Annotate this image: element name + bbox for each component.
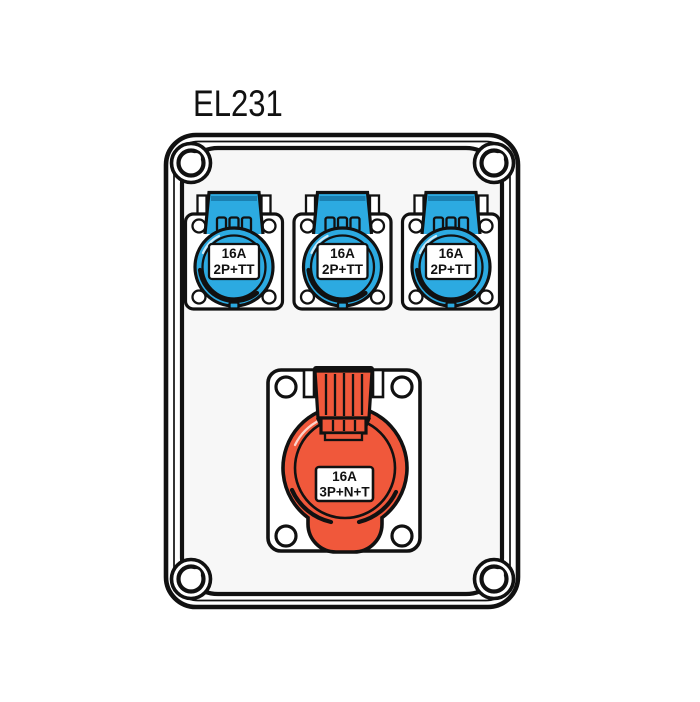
socket-rating: 16A	[439, 246, 464, 261]
knob-step	[323, 431, 364, 442]
faceplate-screw-hole	[390, 375, 414, 399]
lid-shadow-arc-left	[289, 487, 334, 525]
socket-blue-2: 16A 2P+TT	[294, 193, 391, 310]
knob-ribs	[324, 373, 364, 416]
model-title: EL231	[193, 84, 283, 125]
socket-rating: 16A	[330, 246, 355, 261]
socket-config: 3P+N+T	[319, 485, 370, 500]
collar-notches	[331, 420, 357, 431]
socket-config: 2P+TT	[322, 262, 364, 277]
faceplate-screw-hole	[274, 375, 298, 399]
corner-screw-top-right	[475, 144, 514, 183]
socket-rating: 16A	[222, 246, 247, 261]
knob-shadow-wedge	[366, 418, 371, 430]
socket-red: 16A 3P+N+T	[266, 366, 422, 554]
rating-label-plate	[314, 465, 375, 503]
corner-screw-bottom-right	[475, 560, 514, 599]
knob-shadow-wedge	[316, 418, 321, 430]
knob-side-tab	[371, 368, 385, 399]
faceplate-screw-hole	[390, 524, 414, 548]
knob-side-tab	[302, 368, 316, 399]
socket-config: 2P+TT	[214, 262, 256, 277]
enclosure-seam-line	[173, 140, 511, 602]
socket-rating: 16A	[332, 469, 357, 484]
corner-screw-bottom-left	[172, 560, 211, 599]
socket-config: 2P+TT	[431, 262, 473, 277]
socket-blue-3: 16A 2P+TT	[403, 193, 500, 310]
faceplate-screw-hole	[274, 524, 298, 548]
corner-screw-top-left	[172, 144, 211, 183]
lid-shadow-arc-right	[356, 489, 399, 525]
socket-blue-1: 16A 2P+TT	[186, 193, 283, 310]
